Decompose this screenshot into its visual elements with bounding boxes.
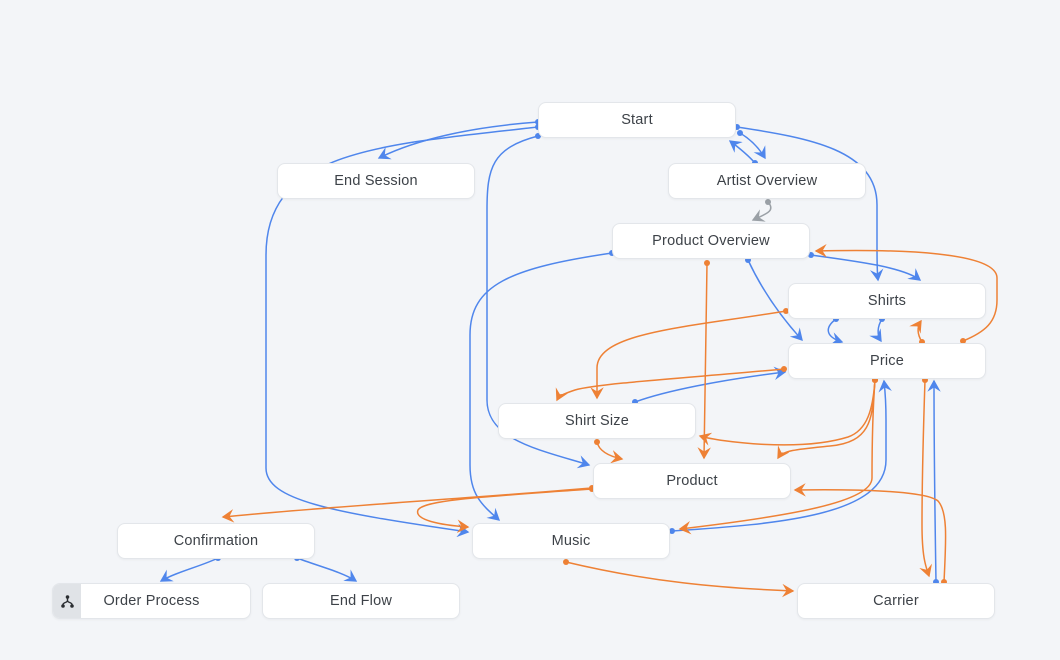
- node-label: Artist Overview: [716, 173, 818, 189]
- node-label: End Session: [334, 173, 418, 189]
- edge-carrier-to-price: [927, 379, 941, 583]
- node-label: Product Overview: [652, 233, 770, 249]
- node-order-process[interactable]: Order Process: [52, 583, 251, 619]
- node-product[interactable]: Product: [593, 463, 791, 499]
- node-confirmation[interactable]: Confirmation: [117, 523, 315, 559]
- node-label: End Flow: [329, 593, 393, 609]
- edge-start-to-end-session: [377, 121, 539, 160]
- edge-confirmation-to-order-process: [159, 557, 219, 582]
- edge-source-dot: [781, 366, 787, 372]
- edge-shirts-to-shirt-size: [590, 310, 787, 400]
- edge-price-to-music: [678, 379, 876, 535]
- edge-shirt-size-to-price: [634, 366, 787, 403]
- edge-source-dot: [783, 308, 789, 314]
- edge-shirts-to-price: [827, 318, 844, 346]
- node-shirt-size[interactable]: Shirt Size: [498, 403, 696, 439]
- node-music[interactable]: Music: [472, 523, 670, 559]
- edge-product-overview-to-product: [697, 262, 711, 460]
- edge-source-dot: [737, 130, 743, 136]
- node-label: Music: [551, 533, 591, 549]
- node-label: Order Process: [103, 593, 200, 609]
- edge-source-dot: [594, 439, 600, 445]
- node-label: Confirmation: [173, 533, 259, 549]
- edge-artist-overview-to-start: [728, 140, 756, 164]
- node-label: Product: [666, 473, 718, 489]
- edge-start-to-shirts: [736, 126, 884, 282]
- node-label: Shirt Size: [564, 413, 630, 429]
- edge-music-to-price: [671, 379, 892, 532]
- edge-confirmation-to-end-flow: [296, 557, 358, 582]
- edge-source-dot: [563, 559, 569, 565]
- branch-icon: [53, 584, 81, 618]
- edge-price-to-product-overview: [814, 243, 998, 342]
- node-end-session[interactable]: End Session: [277, 163, 475, 199]
- edge-start-to-music: [265, 126, 539, 538]
- node-label: Start: [621, 112, 653, 128]
- node-carrier[interactable]: Carrier: [797, 583, 995, 619]
- node-artist-overview[interactable]: Artist Overview: [668, 163, 866, 199]
- node-start[interactable]: Start: [538, 102, 736, 138]
- edge-shirt-size-to-product: [596, 441, 624, 464]
- edge-start-to-product: [486, 135, 591, 469]
- node-label: Price: [869, 353, 905, 369]
- edge-shirts-to-price: [869, 318, 883, 343]
- edge-price-to-shirt-size: [555, 368, 785, 402]
- edge-price-to-shirt-size: [698, 379, 876, 446]
- edge-price-to-shirts: [909, 319, 923, 343]
- edge-carrier-to-product: [793, 483, 947, 583]
- edge-music-to-carrier: [565, 561, 795, 598]
- edge-source-dot: [765, 199, 771, 205]
- edge-product-overview-to-shirts: [810, 254, 922, 281]
- node-label: Carrier: [873, 593, 919, 609]
- edge-source-dot: [669, 528, 675, 534]
- edge-product-to-music: [416, 488, 593, 533]
- node-label: Shirts: [867, 293, 907, 309]
- edge-start-to-artist-overview: [739, 132, 766, 160]
- edge-product-overview-to-price: [747, 259, 803, 341]
- node-price[interactable]: Price: [788, 343, 986, 379]
- node-end-flow[interactable]: End Flow: [262, 583, 460, 619]
- edge-product-overview-to-music: [469, 252, 613, 521]
- edge-price-to-carrier: [919, 379, 932, 578]
- edge-price-to-product: [777, 379, 876, 460]
- edge-source-dot: [704, 260, 710, 266]
- edge-source-dot: [960, 338, 966, 344]
- node-product-overview[interactable]: Product Overview: [612, 223, 810, 259]
- node-shirts[interactable]: Shirts: [788, 283, 986, 319]
